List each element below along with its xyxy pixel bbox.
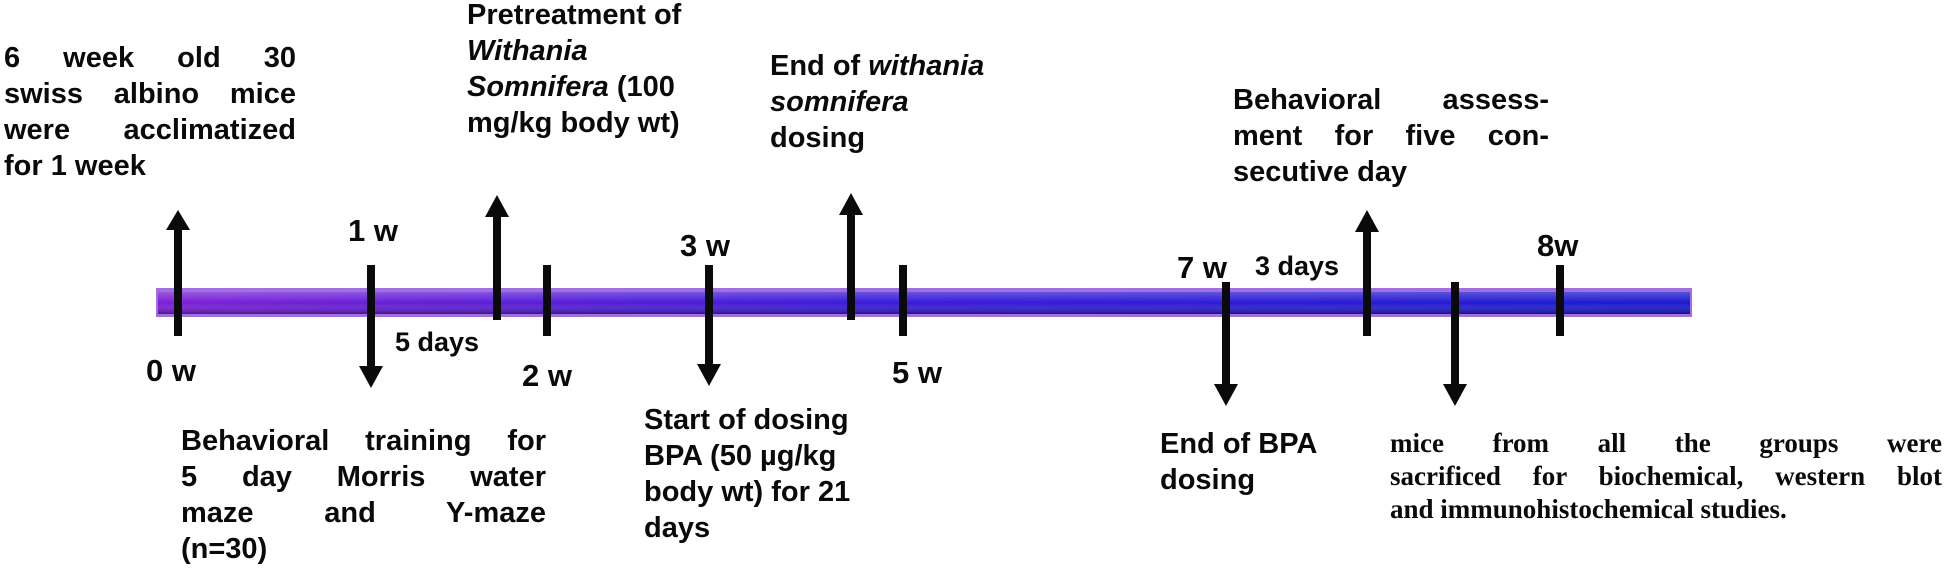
- sacrifice-line-2: sacrificed for biochemical, western blot: [1390, 461, 1942, 491]
- event-behavioral-assessment: Behavioral assess- ment for five con- se…: [1233, 82, 1549, 190]
- up-arrows: [166, 193, 1379, 336]
- pretreatment-line-2: Withania: [467, 35, 588, 67]
- tick-label-3w: 3 w: [680, 228, 730, 263]
- timeline-bar-shade: [158, 292, 1690, 314]
- event-sacrifice: mice from all the groups were sacrificed…: [1390, 427, 1942, 526]
- behavioral-training-line-2: 5 day Morris water: [181, 461, 546, 493]
- tick-label-1w: 1 w: [348, 213, 398, 248]
- pretreatment-line-3-rest: (100: [608, 71, 675, 103]
- pretreatment-line-3-wrap: Somnifera (100: [467, 69, 727, 105]
- arrow-start-bpa-head: [697, 364, 721, 386]
- arrow-behavioral-training-head: [359, 366, 383, 388]
- start-bpa-line-4: days: [644, 512, 711, 544]
- behavioral-assessment-line-1: Behavioral assess-: [1233, 84, 1549, 116]
- pretreatment-line-3-italic: Somnifera: [467, 71, 609, 103]
- end-withania-line-1-prefix: End of: [770, 50, 869, 82]
- tick-label-5w: 5 w: [892, 355, 942, 390]
- tick-label-8w: 8w: [1537, 228, 1579, 263]
- sacrifice-line-1: mice from all the groups were: [1390, 428, 1942, 458]
- acclimatization-line-3: were acclimatized: [4, 114, 296, 146]
- interval-label-3-days: 3 days: [1255, 251, 1340, 281]
- tick-marks: [543, 265, 1564, 336]
- event-behavioral-training: Behavioral training for 5 day Morris wat…: [181, 423, 546, 567]
- event-acclimatization: 6 week old 30 swiss albino mice were acc…: [4, 40, 296, 184]
- start-bpa-line-1: Start of dosing: [644, 404, 849, 436]
- timeline-bar: [156, 288, 1692, 317]
- sacrifice-line-3: and immunohistochemical studies.: [1390, 494, 1787, 524]
- acclimatization-line-4: for 1 week: [4, 150, 146, 182]
- tick-label-0w: 0 w: [146, 353, 196, 388]
- event-end-withania: End of withania somnifera dosing: [770, 48, 1040, 156]
- arrow-end-withania-head: [839, 193, 863, 215]
- behavioral-training-line-3: maze and Y-maze: [181, 497, 546, 529]
- event-start-bpa: Start of dosing BPA (50 µg/kg body wt) f…: [644, 402, 884, 546]
- behavioral-training-line-1: Behavioral training for: [181, 425, 546, 457]
- behavioral-assessment-line-2: ment for five con-: [1233, 120, 1549, 152]
- tick-label-2w: 2 w: [522, 358, 572, 393]
- end-withania-line-2-wrap: somnifera: [770, 84, 1040, 120]
- pretreatment-line-4: mg/kg body wt): [467, 107, 680, 139]
- end-withania-line-1-italic: withania: [868, 50, 985, 82]
- acclimatization-line-1: 6 week old 30: [4, 42, 296, 74]
- acclimatization-line-2: swiss albino mice: [4, 78, 296, 110]
- start-bpa-line-3: body wt) for 21: [644, 476, 851, 508]
- event-end-bpa: End of BPA dosing: [1160, 426, 1360, 498]
- end-bpa-line-2: dosing: [1160, 464, 1256, 496]
- pretreatment-line-1: Pretreatment of: [467, 0, 682, 31]
- arrow-pretreatment-head: [485, 195, 509, 217]
- event-pretreatment: Pretreatment of Withania Somnifera (100 …: [467, 0, 727, 141]
- tick-label-7w: 7 w: [1177, 250, 1227, 285]
- arrow-sacrifice-head: [1443, 384, 1467, 406]
- start-bpa-line-2: BPA (50 µg/kg: [644, 440, 837, 472]
- end-withania-line-1-wrap: End of withania: [770, 48, 1040, 84]
- end-withania-line-2: somnifera: [770, 86, 909, 118]
- end-withania-line-3: dosing: [770, 122, 866, 154]
- arrow-acclimatization-head: [166, 210, 190, 230]
- arrow-end-bpa-head: [1214, 384, 1238, 406]
- pretreatment-line-2-wrap: Withania: [467, 33, 727, 69]
- down-arrows: [359, 265, 1467, 406]
- interval-label-5-days: 5 days: [395, 327, 480, 357]
- end-bpa-line-1: End of BPA: [1160, 428, 1318, 460]
- behavioral-training-line-4: (n=30): [181, 533, 268, 565]
- behavioral-assessment-line-3: secutive day: [1233, 156, 1408, 188]
- arrow-behavioral-assessment-head: [1355, 210, 1379, 232]
